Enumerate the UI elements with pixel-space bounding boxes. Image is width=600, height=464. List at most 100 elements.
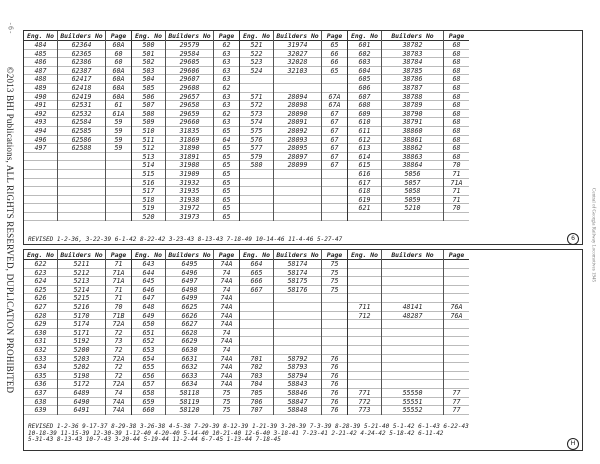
engine-number-cell: 605 bbox=[348, 75, 381, 84]
builders-number-cell: 29606 bbox=[166, 67, 213, 76]
page-cell bbox=[106, 187, 131, 196]
engine-number-cell: 485 bbox=[24, 50, 57, 59]
builders-number-cell: 5174 bbox=[58, 320, 105, 329]
page-cell: 71 bbox=[444, 187, 469, 196]
builders-number-cell: 5059 bbox=[382, 196, 443, 205]
builders-number-cell: 29660 bbox=[166, 118, 213, 127]
engine-number-cell: 524 bbox=[240, 67, 273, 76]
builders-number-cell: 28092 bbox=[274, 127, 321, 136]
column-header: Builders No bbox=[58, 250, 105, 260]
builders-number-cell bbox=[58, 161, 105, 170]
builders-number-cell: 31932 bbox=[166, 179, 213, 188]
builders-number-cell: 29584 bbox=[166, 50, 213, 59]
column-header: Builders No bbox=[166, 31, 213, 41]
engine-number-cell: 630 bbox=[24, 329, 57, 338]
engine-number-cell: 647 bbox=[132, 294, 165, 303]
builders-number-cell: 29605 bbox=[166, 58, 213, 67]
page-cell bbox=[106, 170, 131, 179]
page-cell bbox=[322, 346, 347, 355]
page-cell: 65 bbox=[322, 67, 347, 76]
page-cell: 76 bbox=[322, 355, 347, 364]
builders-number-cell: 62531 bbox=[58, 101, 105, 110]
builders-number-cell: 5171 bbox=[58, 329, 105, 338]
builders-number-cell: 38864 bbox=[382, 161, 443, 170]
page-cell bbox=[322, 213, 347, 222]
engine-number-cell: 488 bbox=[24, 75, 57, 84]
page-cell: 76 bbox=[322, 363, 347, 372]
page-cell: 67A bbox=[322, 93, 347, 102]
builders-number-cell bbox=[274, 213, 321, 222]
page-marker: -6- bbox=[6, 21, 15, 35]
builders-number-cell: 62588 bbox=[58, 144, 105, 153]
builders-number-cell: 28095 bbox=[274, 144, 321, 153]
builders-number-cell bbox=[382, 380, 443, 389]
page-cell bbox=[444, 337, 469, 346]
builders-number-cell: 5200 bbox=[58, 346, 105, 355]
engine-number-cell: 520 bbox=[132, 213, 165, 222]
builders-number-cell bbox=[58, 187, 105, 196]
engine-number-cell: 660 bbox=[132, 406, 165, 415]
page-cell bbox=[322, 84, 347, 93]
builders-number-cell bbox=[382, 294, 443, 303]
engine-number-cell: 633 bbox=[24, 355, 57, 364]
column-header: Builders No bbox=[166, 250, 213, 260]
builders-number-cell: 32028 bbox=[274, 58, 321, 67]
builders-number-cell: 6489 bbox=[58, 389, 105, 398]
builders-number-cell bbox=[274, 312, 321, 321]
column-header: Builders No bbox=[58, 31, 105, 41]
column-header: Page bbox=[444, 31, 469, 41]
page-cell: 59 bbox=[106, 127, 131, 136]
page-cell: 65 bbox=[214, 187, 239, 196]
builders-number-cell: 5198 bbox=[58, 372, 105, 381]
engine-number-cell: 666 bbox=[240, 277, 273, 286]
page-cell: 72 bbox=[106, 372, 131, 381]
engine-number-cell: 508 bbox=[132, 110, 165, 119]
builders-number-cell bbox=[58, 170, 105, 179]
builders-number-cell bbox=[274, 320, 321, 329]
engine-number-cell: 603 bbox=[348, 58, 381, 67]
builders-number-cell: 38791 bbox=[382, 118, 443, 127]
page-cell bbox=[106, 161, 131, 170]
builders-number-cell: 62387 bbox=[58, 67, 105, 76]
engine-number-cell bbox=[24, 204, 57, 213]
page-cell bbox=[106, 196, 131, 205]
builders-number-cell bbox=[274, 187, 321, 196]
engine-number-cell: 491 bbox=[24, 101, 57, 110]
builders-number-cell: 38789 bbox=[382, 101, 443, 110]
page-cell bbox=[444, 346, 469, 355]
column-header: Page bbox=[444, 250, 469, 260]
builders-number-cell: 62584 bbox=[58, 118, 105, 127]
engine-number-cell: 510 bbox=[132, 127, 165, 136]
column-header: Eng. No bbox=[240, 250, 273, 260]
column-header: Eng. No bbox=[348, 250, 381, 260]
engine-number-cell: 657 bbox=[132, 380, 165, 389]
builders-number-cell: 6634 bbox=[166, 380, 213, 389]
page-cell: 61A bbox=[106, 110, 131, 119]
page-cell bbox=[444, 329, 469, 338]
engine-number-cell: 653 bbox=[132, 346, 165, 355]
builders-number-cell: 6633 bbox=[166, 372, 213, 381]
page-cell: 68 bbox=[444, 144, 469, 153]
builders-number-cell: 5058 bbox=[382, 187, 443, 196]
builders-number-cell: 38782 bbox=[382, 41, 443, 50]
sheet-mark-top: 6 bbox=[567, 233, 579, 245]
engine-number-cell: 502 bbox=[132, 58, 165, 67]
engine-number-cell: 644 bbox=[132, 269, 165, 278]
builders-number-cell: 58794 bbox=[274, 372, 321, 381]
engine-number-cell: 706 bbox=[240, 398, 273, 407]
engine-number-cell: 636 bbox=[24, 380, 57, 389]
engine-number-cell bbox=[348, 260, 381, 269]
